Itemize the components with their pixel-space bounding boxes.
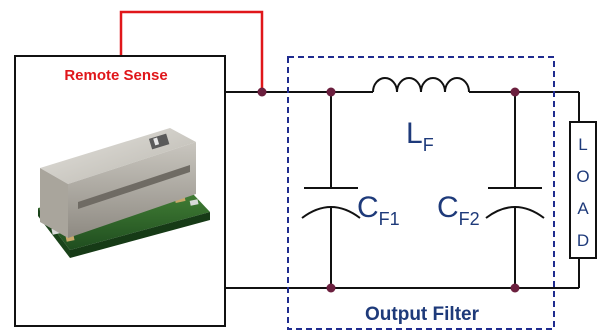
capacitor-cf1 — [301, 92, 361, 288]
cap1-label-main: C — [357, 191, 379, 224]
dc-dc-module-image — [38, 128, 210, 258]
node-sense-top — [257, 87, 267, 97]
cap2-label: CF2 — [437, 191, 480, 229]
load-letter-3: A — [577, 199, 589, 218]
node-cf2-top — [510, 87, 520, 97]
inductor-lf — [372, 77, 470, 93]
remote-sense-wire — [119, 10, 264, 92]
node-cf1-top — [326, 87, 336, 97]
cap2-label-main: C — [437, 191, 459, 224]
output-filter-label: Output Filter — [365, 304, 480, 325]
inductor-label: LF — [406, 117, 434, 155]
node-cf1-bottom — [326, 283, 336, 293]
load-letter-4: D — [577, 231, 589, 250]
node-cf2-bottom — [510, 283, 520, 293]
load-box — [569, 121, 597, 259]
output-filter-box — [287, 56, 555, 330]
cap1-label-sub: F1 — [379, 209, 400, 229]
inductor-label-sub: F — [423, 135, 434, 155]
load-letter-2: O — [576, 167, 589, 186]
load-letter-1: L — [578, 135, 587, 154]
inductor-label-main: L — [406, 117, 423, 150]
remote-sense-label: Remote Sense — [64, 67, 167, 84]
capacitor-cf2 — [485, 92, 545, 288]
cap2-label-sub: F2 — [459, 209, 480, 229]
cap1-label: CF1 — [357, 191, 400, 229]
